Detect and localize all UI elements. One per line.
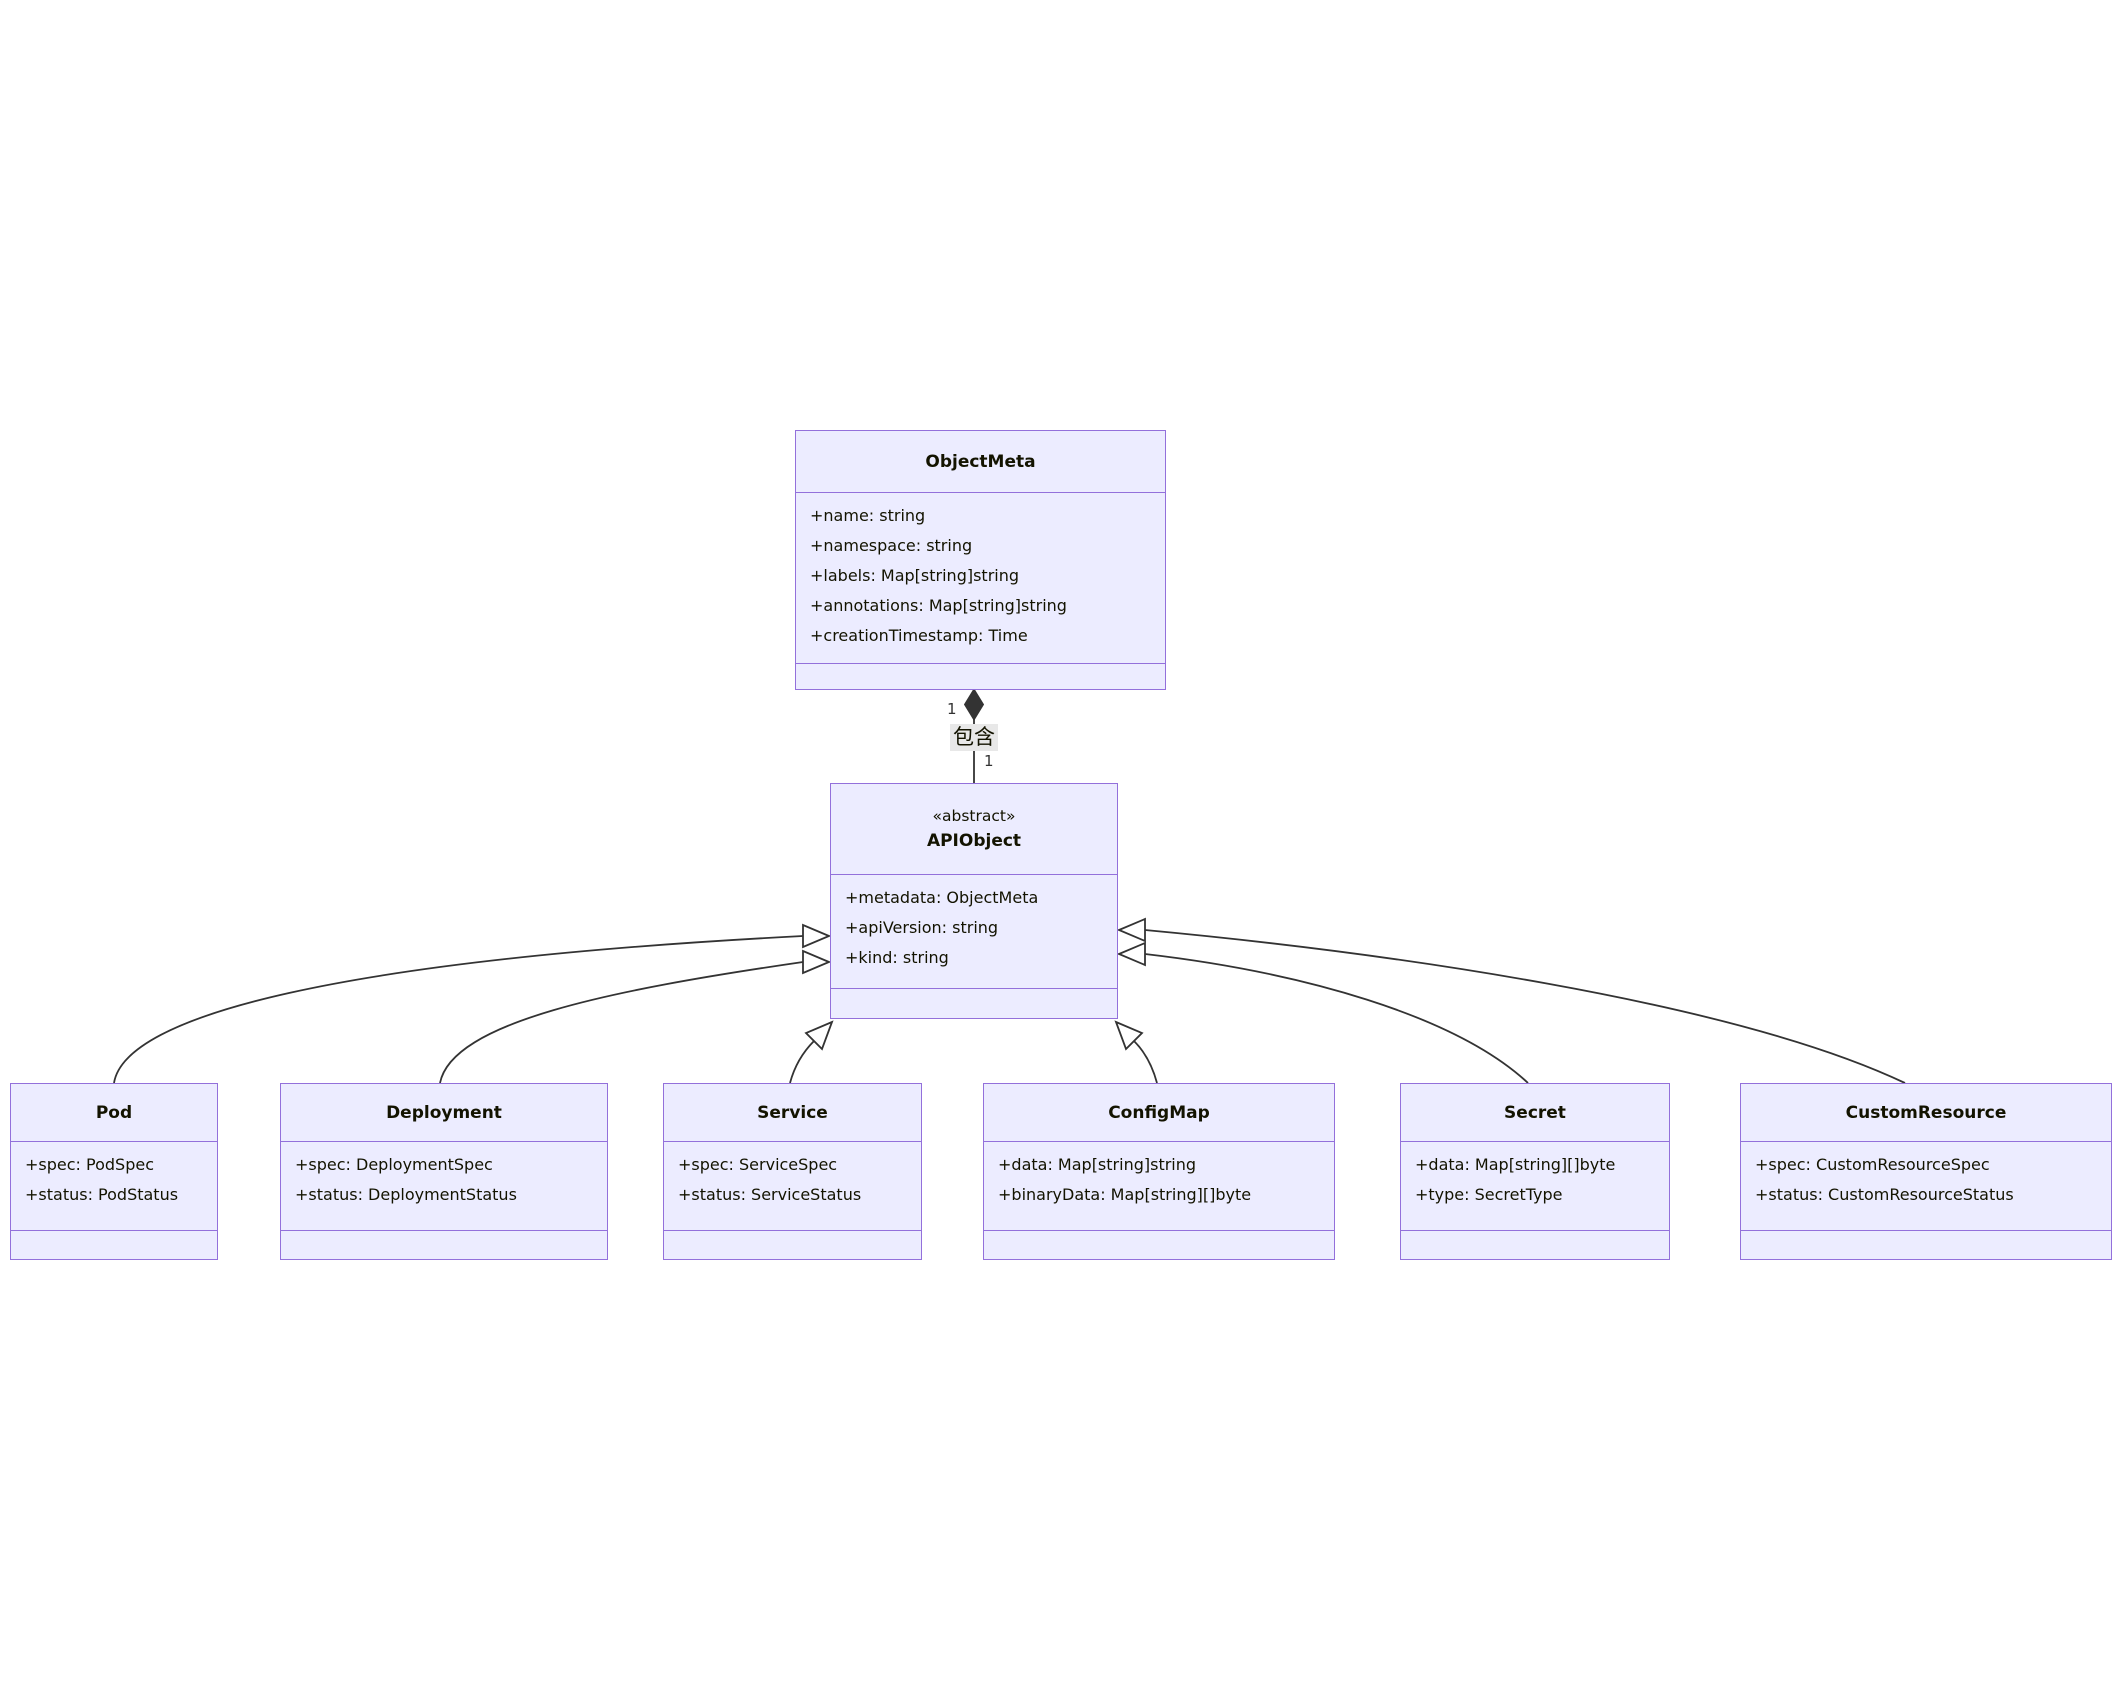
class-objectmeta: ObjectMeta +name: string +namespace: str… (795, 430, 1166, 690)
attribute: +data: Map[string][]byte (1415, 1155, 1616, 1174)
edge-pod-apiobject (113, 935, 804, 1084)
inheritance-arrow-deployment (802, 949, 832, 975)
attribute: +spec: CustomResourceSpec (1755, 1155, 1990, 1174)
attribute: +metadata: ObjectMeta (845, 888, 1039, 907)
class-customresource-methods (1741, 1231, 2111, 1258)
inheritance-arrow-customresource (1116, 917, 1146, 943)
class-apiobject-title: «abstract» APIObject (831, 784, 1117, 875)
inheritance-arrow-configmap (1114, 1020, 1144, 1051)
class-configmap-methods (984, 1231, 1334, 1258)
inheritance-arrow-secret (1116, 941, 1146, 967)
class-secret-attributes: +data: Map[string][]byte +type: SecretTy… (1401, 1142, 1669, 1231)
class-customresource-title: CustomResource (1741, 1084, 2111, 1142)
class-objectmeta-title: ObjectMeta (796, 431, 1165, 493)
attribute: +spec: DeploymentSpec (295, 1155, 493, 1174)
class-deployment-name: Deployment (386, 1102, 502, 1123)
class-deployment: Deployment +spec: DeploymentSpec +status… (280, 1083, 608, 1260)
class-service-title: Service (664, 1084, 921, 1142)
class-deployment-title: Deployment (281, 1084, 607, 1142)
class-configmap: ConfigMap +data: Map[string]string +bina… (983, 1083, 1335, 1260)
composition-source-multiplicity: 1 (947, 700, 957, 718)
class-secret: Secret +data: Map[string][]byte +type: S… (1400, 1083, 1670, 1260)
class-pod-methods (11, 1231, 217, 1258)
attribute: +spec: PodSpec (25, 1155, 154, 1174)
class-service-methods (664, 1231, 921, 1258)
attribute: +status: PodStatus (25, 1185, 179, 1204)
class-secret-name: Secret (1504, 1102, 1566, 1123)
edge-deployment-apiobject (439, 961, 804, 1084)
class-secret-title: Secret (1401, 1084, 1669, 1142)
class-deployment-methods (281, 1231, 607, 1258)
attribute: +binaryData: Map[string][]byte (998, 1185, 1252, 1204)
class-pod-title: Pod (11, 1084, 217, 1142)
class-configmap-attributes: +data: Map[string]string +binaryData: Ma… (984, 1142, 1334, 1231)
class-apiobject-methods (831, 989, 1117, 1017)
attribute: +namespace: string (810, 536, 973, 555)
attribute: +annotations: Map[string]string (810, 596, 1067, 615)
composition-edge-label: 包含 (950, 724, 998, 752)
class-pod-name: Pod (95, 1102, 133, 1123)
attribute: +kind: string (845, 948, 949, 967)
attribute: +status: DeploymentStatus (295, 1185, 517, 1204)
class-service-attributes: +spec: ServiceSpec +status: ServiceStatu… (664, 1142, 921, 1231)
class-objectmeta-methods (796, 664, 1165, 688)
inheritance-arrow-service (804, 1020, 834, 1051)
edge-configmap-apiobject (1133, 1040, 1158, 1084)
edge-customresource-apiobject (1144, 929, 1906, 1084)
class-configmap-name: ConfigMap (1108, 1102, 1210, 1123)
attribute: +status: ServiceStatus (678, 1185, 862, 1204)
class-apiobject-stereotype: «abstract» (932, 807, 1016, 825)
class-service: Service +spec: ServiceSpec +status: Serv… (663, 1083, 922, 1260)
class-customresource-attributes: +spec: CustomResourceSpec +status: Custo… (1741, 1142, 2111, 1231)
composition-target-multiplicity: 1 (984, 752, 994, 770)
attribute: +creationTimestamp: Time (810, 626, 1028, 645)
attribute: +apiVersion: string (845, 918, 999, 937)
attribute: +name: string (810, 506, 926, 525)
class-configmap-title: ConfigMap (984, 1084, 1334, 1142)
class-pod: Pod +spec: PodSpec +status: PodStatus (10, 1083, 218, 1260)
attribute: +type: SecretType (1415, 1185, 1563, 1204)
class-customresource-name: CustomResource (1845, 1102, 2007, 1123)
class-customresource: CustomResource +spec: CustomResourceSpec… (1740, 1083, 2112, 1260)
inheritance-arrow-pod (802, 923, 832, 949)
edge-service-apiobject (789, 1040, 815, 1084)
class-objectmeta-attributes: +name: string +namespace: string +labels… (796, 493, 1165, 664)
edge-secret-apiobject (1144, 953, 1529, 1084)
composition-diamond (963, 688, 985, 721)
class-secret-methods (1401, 1231, 1669, 1258)
attribute: +spec: ServiceSpec (678, 1155, 838, 1174)
class-apiobject: «abstract» APIObject +metadata: ObjectMe… (830, 783, 1118, 1019)
class-deployment-attributes: +spec: DeploymentSpec +status: Deploymen… (281, 1142, 607, 1231)
attribute: +data: Map[string]string (998, 1155, 1197, 1174)
class-service-name: Service (757, 1102, 828, 1123)
attribute: +labels: Map[string]string (810, 566, 1020, 585)
class-objectmeta-name: ObjectMeta (925, 451, 1036, 472)
class-apiobject-attributes: +metadata: ObjectMeta +apiVersion: strin… (831, 875, 1117, 989)
attribute: +status: CustomResourceStatus (1755, 1185, 2014, 1204)
class-apiobject-name: APIObject (926, 831, 1022, 851)
class-pod-attributes: +spec: PodSpec +status: PodStatus (11, 1142, 217, 1231)
